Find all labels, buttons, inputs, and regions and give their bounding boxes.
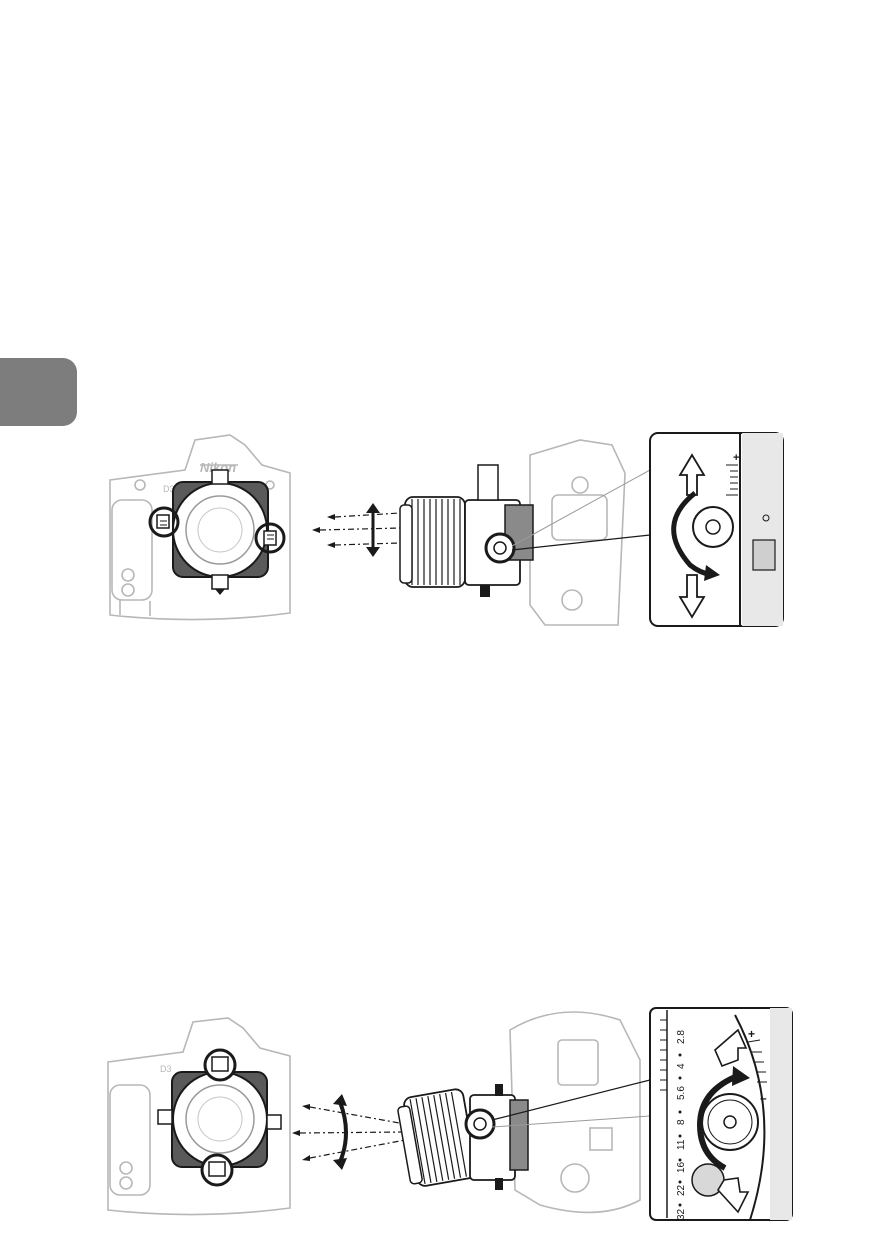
curved-arrow-icon xyxy=(333,1094,347,1170)
scale-plus-mark: + xyxy=(733,452,739,464)
tilt-illustration: D3 xyxy=(0,1000,894,1225)
scale-minus-mark: – xyxy=(760,1091,767,1105)
scale-plus-mark: + xyxy=(748,1027,755,1041)
shift-illustration: Nikon D3 xyxy=(0,425,894,635)
aperture-8: 8 xyxy=(676,1119,687,1125)
shift-knob-detail-icon: + xyxy=(650,433,783,626)
aperture-32: 32 xyxy=(676,1208,687,1220)
aperture-2-8: 2.8 xyxy=(676,1030,687,1044)
model-mark: D3 xyxy=(160,1064,172,1074)
aperture-22: 22 xyxy=(676,1184,687,1196)
aperture-16: 16 xyxy=(676,1161,687,1173)
camera-side-lens-icon xyxy=(400,440,625,625)
tilt-knob-detail-icon: + – 32 22 16 11 8 5.6 4 2.8 xyxy=(650,1008,792,1220)
shift-direction-arrow xyxy=(366,503,380,557)
camera-top-lens-icon xyxy=(396,1012,640,1212)
chapter-tab xyxy=(0,358,77,426)
aperture-4: 4 xyxy=(676,1063,687,1069)
light-rays xyxy=(300,1107,405,1158)
lens-mount xyxy=(173,470,268,595)
aperture-5-6: 5.6 xyxy=(676,1086,687,1100)
lens-mount xyxy=(158,1072,281,1167)
aperture-11: 11 xyxy=(676,1139,687,1150)
